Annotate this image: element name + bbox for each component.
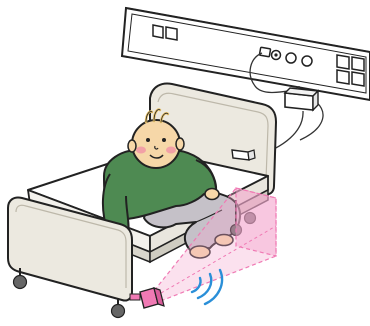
floor-sensor-icon — [130, 288, 164, 308]
power-adapter-icon — [285, 88, 318, 110]
bed-mounted-sensor-icon — [232, 150, 255, 160]
